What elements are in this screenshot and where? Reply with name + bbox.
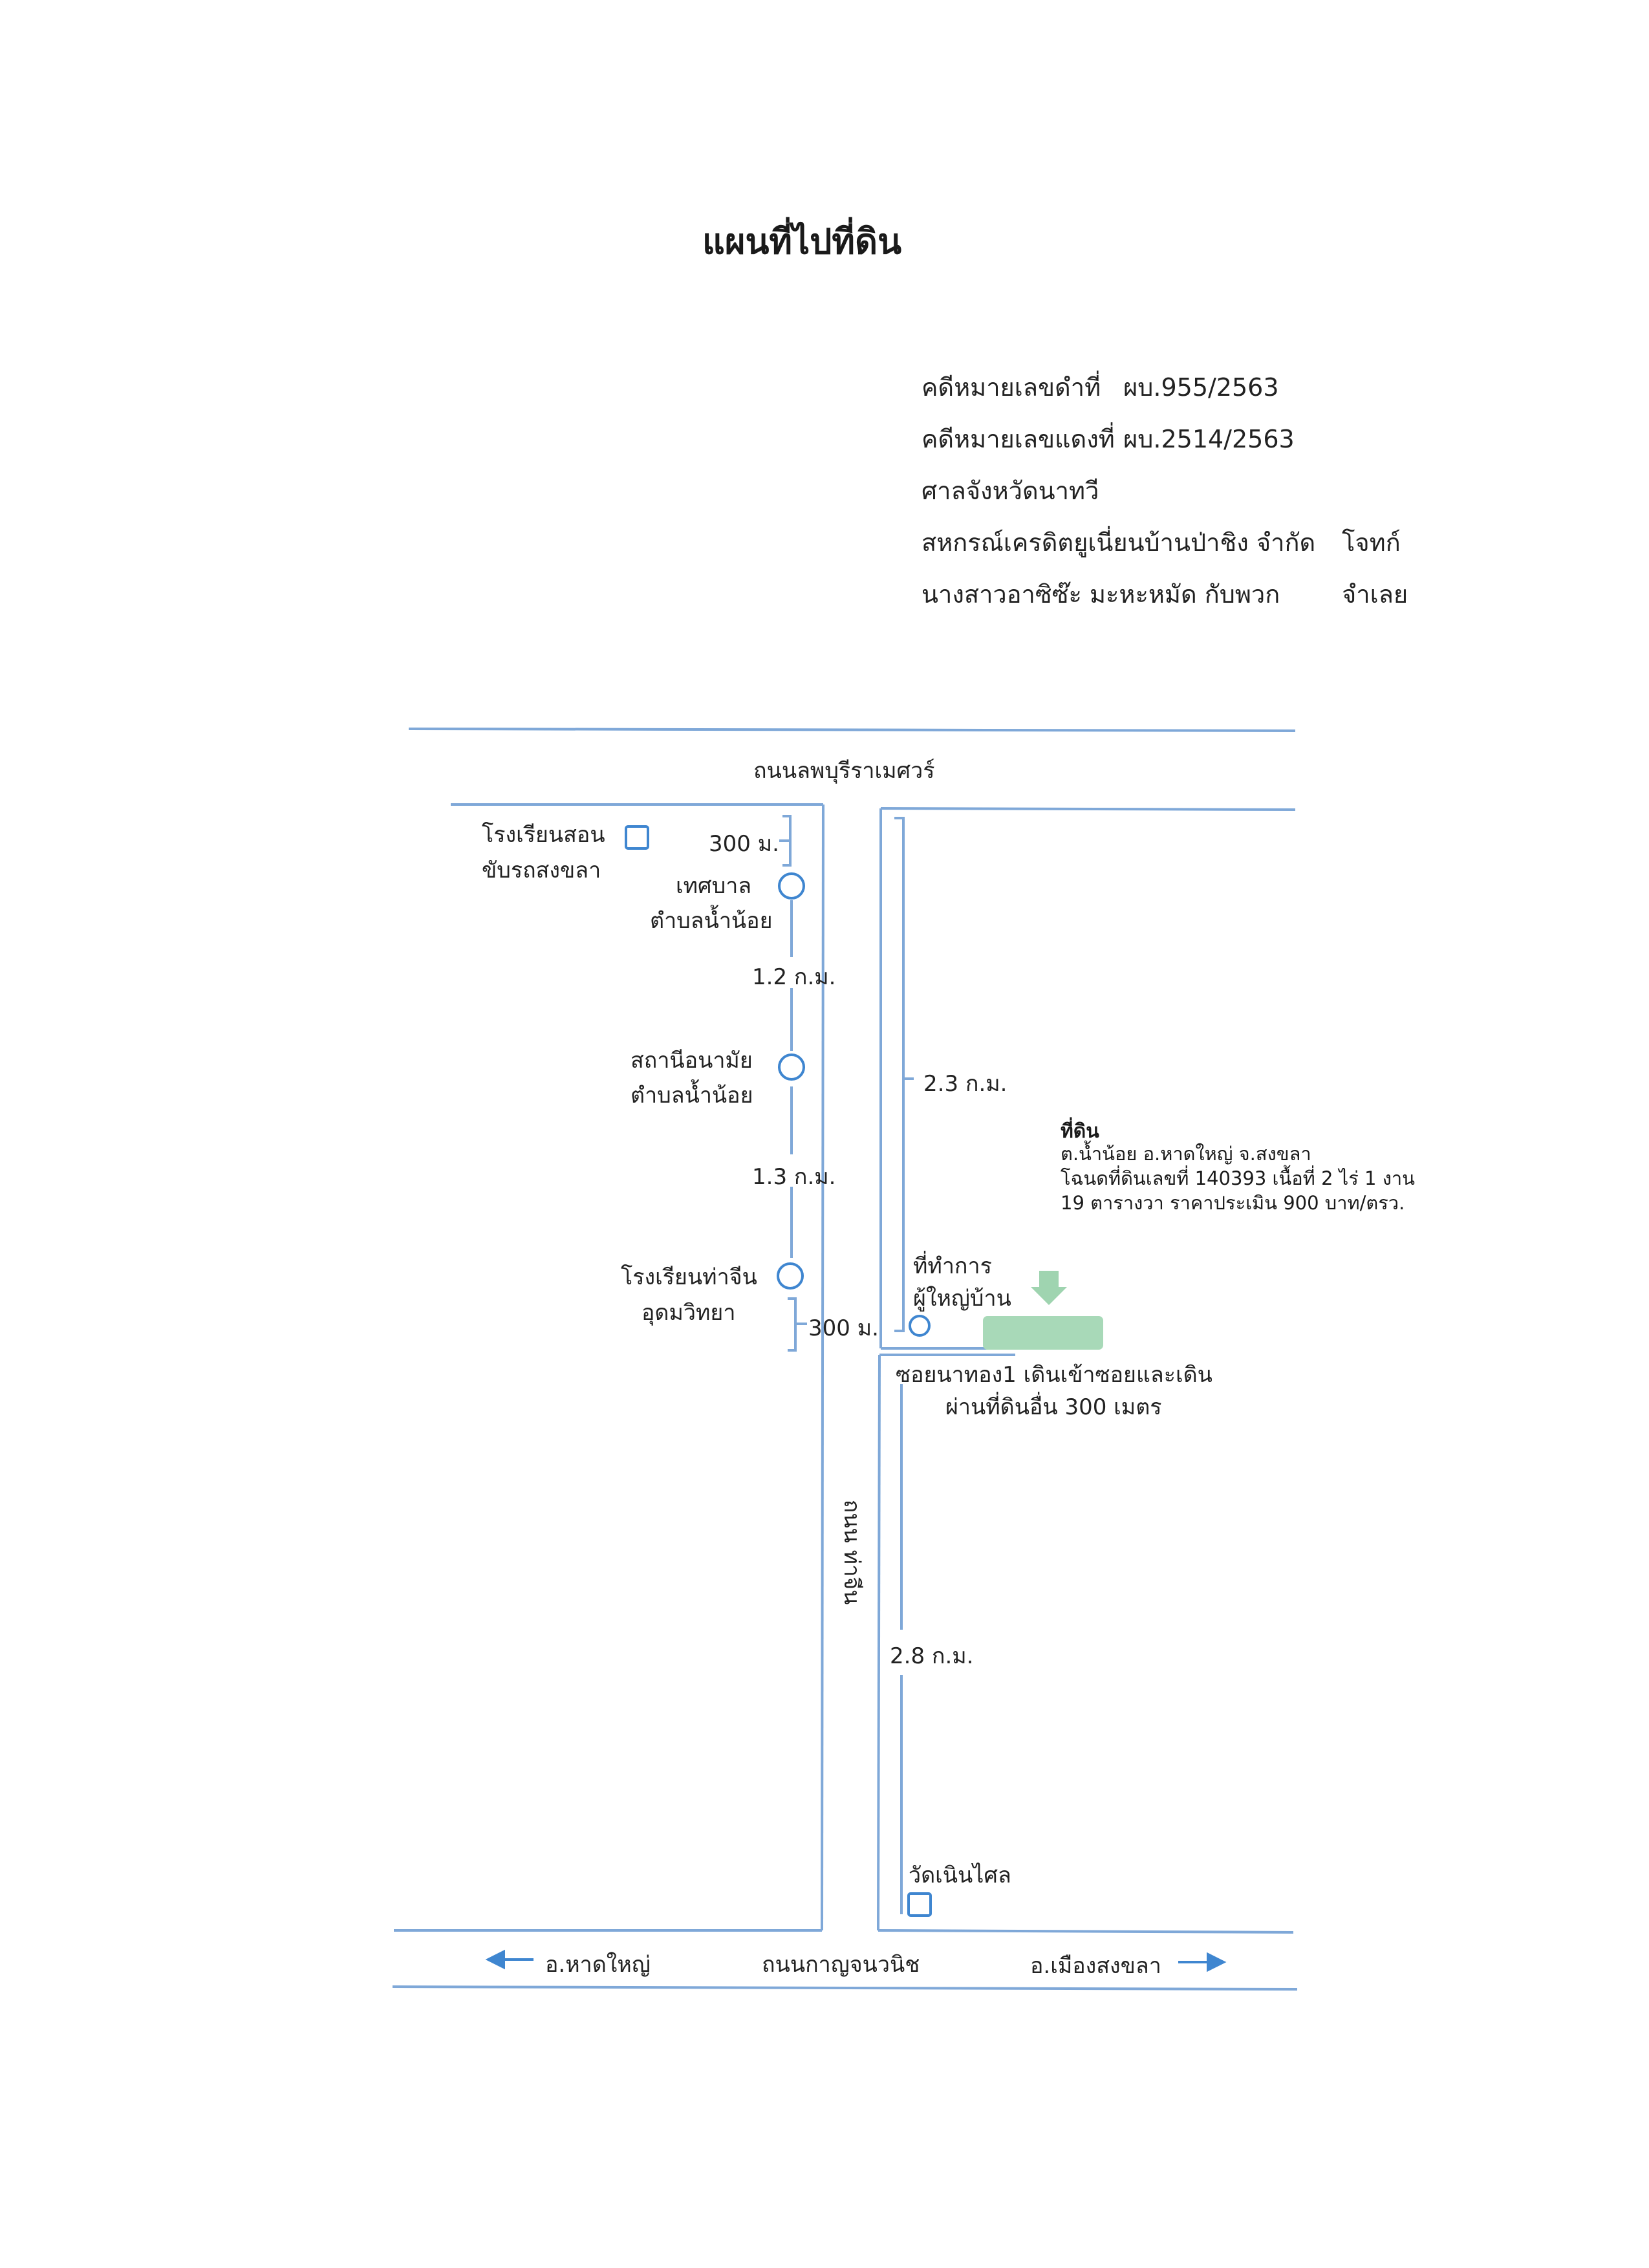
- thachin-school-label-line2: อุดมวิทยา: [641, 1300, 736, 1326]
- bracket-300m-bottom: [788, 1297, 807, 1352]
- road-top-label: ถนนลพบุรีราเมศวร์: [753, 758, 935, 784]
- driving-school-marker: [625, 825, 649, 850]
- thachin-school-marker: [777, 1262, 804, 1290]
- headman-office-label-line2: ผู้ใหญ่บ้าน: [913, 1286, 1011, 1312]
- municipality-marker: [778, 872, 805, 900]
- red-case-number-label: คดีหมายเลขแดงที่: [921, 425, 1115, 453]
- bracket-2-3km: [894, 817, 914, 1332]
- distance-2-8km: 2.8 ก.ม.: [890, 1643, 974, 1669]
- distance-300m-top: 300 ม.: [709, 831, 779, 857]
- land-detail-line1: ต.น้ำน้อย อ.หาดใหญ่ จ.สงขลา: [1061, 1143, 1311, 1165]
- road-vertical-label: ถนน ท่าจีน: [839, 1499, 865, 1605]
- municipality-label-line1: เทศบาล: [676, 873, 752, 899]
- plaintiff-name: สหกรณ์เครดิตยูเนี่ยนบ้านป่าชิง จำกัด: [921, 528, 1316, 557]
- bottom-road-lower-edge: [392, 1985, 1298, 1991]
- driving-school-label-line1: โรงเรียนสอน: [482, 822, 605, 848]
- distance-1-2km: 1.2 ก.ม.: [752, 964, 836, 990]
- vertical-road-left-edge: [821, 804, 824, 1931]
- soi-label-line1: ซอยนาทอง1 เดินเข้าซอยและเดิน: [896, 1362, 1212, 1388]
- direction-right-label: อ.เมืองสงขลา: [1030, 1953, 1161, 1979]
- land-detail-line3: 19 ตารางวา ราคาประเมิน 900 บาท/ตรว.: [1061, 1192, 1405, 1214]
- land-pointer-arrow: [1031, 1271, 1067, 1305]
- road-bottom-label: ถนนกาญจนวนิช: [762, 1952, 920, 1978]
- red-case-number-value: ผบ.2514/2563: [1123, 425, 1295, 453]
- temple-label: วัดเนินไศล: [909, 1863, 1011, 1888]
- bracket-300m-top: [779, 815, 792, 867]
- village-headman-office-marker: [909, 1315, 931, 1337]
- direction-left-label: อ.หาดใหญ่: [545, 1952, 651, 1978]
- defendant-role: จำเลย: [1342, 580, 1408, 609]
- health-station-label-line2: ตำบลน้ำน้อย: [630, 1083, 753, 1108]
- bottom-road-upper-right-edge: [878, 1929, 1294, 1934]
- distance-300m-bottom: 300 ม.: [808, 1315, 879, 1341]
- municipality-label-line2: ตำบลน้ำน้อย: [650, 908, 773, 934]
- thachin-school-label-line1: โรงเรียนท่าจีน: [621, 1264, 757, 1290]
- health-station-label-line1: สถานีอนามัย: [630, 1048, 753, 1074]
- health-station-marker: [778, 1053, 805, 1081]
- headman-office-label-line1: ที่ทำการ: [913, 1253, 992, 1279]
- driving-school-label-line2: ขับรถสงขลา: [482, 858, 601, 883]
- black-case-number-label: คดีหมายเลขดำที่: [921, 373, 1101, 402]
- arrow-left-icon: [485, 1949, 505, 1970]
- top-road-upper-edge: [408, 728, 1296, 732]
- arrow-right-icon: [1207, 1952, 1227, 1972]
- vertical-road-right-edge-lower: [877, 1354, 881, 1931]
- defendant-name: นางสาวอาซิซ๊ะ มะหะหมัด กับพวก: [921, 580, 1280, 609]
- temple-marker: [907, 1892, 932, 1917]
- land-title: ที่ดิน: [1061, 1120, 1099, 1143]
- top-road-lower-right-edge: [880, 807, 1296, 811]
- page-title: แผนที่ไปที่ดิน: [702, 221, 901, 262]
- land-detail-line2: โฉนดที่ดินเลขที่ 140393 เนื้อที่ 2 ไร่ 1…: [1061, 1167, 1415, 1189]
- black-case-number-value: ผบ.955/2563: [1123, 373, 1279, 402]
- soi-label-line2: ผ่านที่ดินอื่น 300 เมตร: [945, 1394, 1162, 1420]
- land-parcel: [983, 1316, 1103, 1350]
- distance-2-3km: 2.3 ก.ม.: [923, 1071, 1008, 1097]
- plaintiff-role: โจทก์: [1342, 528, 1401, 557]
- court-name: ศาลจังหวัดนาทวี: [921, 477, 1099, 505]
- distance-1-3km: 1.3 ก.ม.: [752, 1164, 836, 1190]
